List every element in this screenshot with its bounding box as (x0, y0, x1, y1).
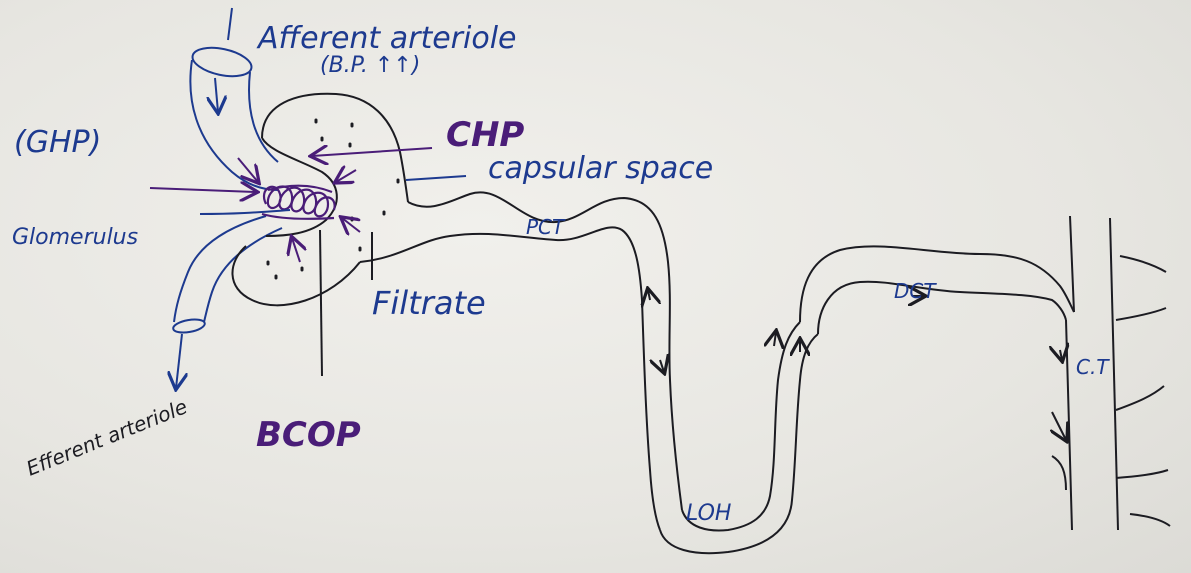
ct-label: C.T (1076, 355, 1110, 379)
renal-tubule (360, 192, 1170, 553)
efferent-arteriole-label: Efferent arteriole (23, 394, 191, 480)
dct-label: DCT (894, 279, 937, 303)
bcop-label: BCOP (256, 415, 361, 455)
loh-label: LOH (686, 501, 731, 526)
afferent-arteriole-label: Afferent arteriole (256, 21, 517, 56)
afferent-arteriole-tube (190, 43, 278, 190)
pct-label: PCT (526, 215, 566, 239)
chp-label: CHP (446, 115, 524, 155)
efferent-arteriole-tube (172, 216, 282, 388)
glomerulus-tuft (262, 186, 335, 219)
glomerulus-label: Glomerulus (12, 225, 138, 250)
ghp-label: (GHP) (14, 125, 101, 160)
capsular-space-label: capsular space (488, 151, 713, 186)
filtrate-label: Filtrate (372, 284, 486, 322)
bp-label: (B.P. ↑↑) (320, 53, 420, 78)
